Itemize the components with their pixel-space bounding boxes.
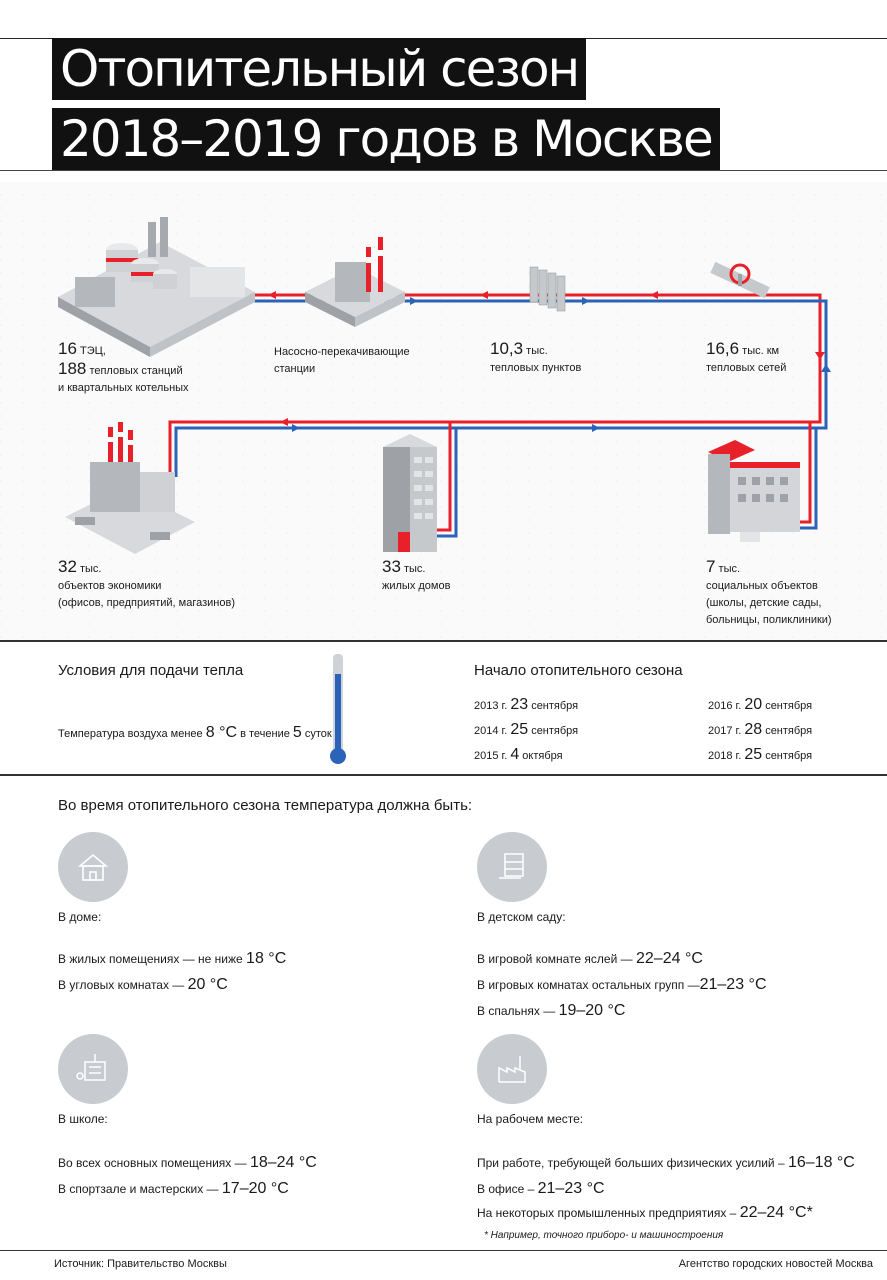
- season-row: 2015 г. 4 октября: [474, 746, 563, 763]
- pump-station-illustration: [305, 237, 405, 327]
- kindergarten-heading: В детском саду:: [477, 910, 566, 924]
- nets-label: 16,6 тыс. км тепловых сетей: [706, 339, 787, 374]
- source-text: Источник: Правительство Москвы: [54, 1258, 227, 1270]
- econ-label: 32 тыс. объектов экономики (офисов, пред…: [58, 557, 235, 609]
- work-row-1: При работе, требующей больших физических…: [477, 1154, 855, 1171]
- residential-tower-illustration: [383, 434, 437, 552]
- conditions-title: Условия для подачи тепла: [58, 662, 244, 679]
- thermometer-icon: [330, 654, 346, 764]
- cold-pipe-social: [795, 428, 818, 530]
- school-heading: В школе:: [58, 1112, 108, 1126]
- valve-illustration: [710, 261, 770, 299]
- temps-title: Во время отопительного сезона температур…: [58, 797, 473, 814]
- kindergarten-row-3: В спальнях — 19–20 °С: [477, 1002, 626, 1019]
- work-heading: На рабочем месте:: [477, 1112, 584, 1126]
- season-row: 2013 г. 23 сентября: [474, 696, 579, 713]
- points-label: 10,3 тыс. тепловых пунктов: [490, 339, 582, 374]
- season-title: Начало отопительного сезона: [474, 662, 683, 679]
- flow-arrows: [268, 291, 825, 426]
- radiator-illustration: [529, 266, 566, 312]
- house-icon: [58, 832, 128, 902]
- season-row: 2018 г. 25 сентября: [708, 746, 813, 763]
- kindergarten-row-2: В игровых комнатах остальных групп —21–2…: [477, 976, 767, 993]
- hot-pipe-homes: [435, 422, 452, 532]
- tec-label: 16 ТЭЦ, 188 тепловых станций и квартальн…: [58, 339, 189, 394]
- work-footnote: * Например, точного приборо- и машиностр…: [484, 1230, 724, 1241]
- conditions-text: Температура воздуха менее 8 °С в течение…: [58, 724, 332, 741]
- title-line-2: 2018–2019 годов в Москве: [52, 108, 720, 170]
- heat-pipes: [58, 217, 831, 554]
- season-row: 2014 г. 25 сентября: [474, 721, 579, 738]
- school-row-2: В спортзале и мастерских — 17–20 °С: [58, 1180, 289, 1197]
- kindergarten-icon: [477, 832, 547, 902]
- work-row-2: В офисе – 21–23 °С: [477, 1180, 605, 1197]
- work-row-3: На некоторых промышленных предприятиях –…: [477, 1204, 813, 1221]
- home-heading: В доме:: [58, 910, 102, 924]
- social-label: 7 тыс. социальных объектов (школы, детск…: [706, 557, 832, 626]
- home-row-1: В жилых помещениях — не ниже 18 °С: [58, 950, 287, 967]
- hot-pipe-top: [168, 293, 822, 477]
- title-line-1: Отопительный сезон: [52, 38, 587, 100]
- social-building-illustration: [708, 440, 800, 542]
- factory-icon: [477, 1034, 547, 1104]
- factory-illustration: [65, 422, 195, 554]
- divider-1: [0, 640, 887, 642]
- divider-3: [0, 1250, 887, 1251]
- divider-2: [0, 774, 887, 776]
- homes-label: 33 тыс. жилых домов: [382, 557, 451, 592]
- cold-pipe-top: [174, 299, 828, 477]
- home-row-2: В угловых комнатах — 20 °С: [58, 976, 228, 993]
- kindergarten-row-1: В игровой комнате яслей — 22–24 °С: [477, 950, 703, 967]
- school-row-1: Во всех основных помещениях — 18–24 °С: [58, 1154, 317, 1171]
- cold-pipe-homes: [435, 428, 458, 538]
- school-icon: [58, 1034, 128, 1104]
- season-row: 2016 г. 20 сентября: [708, 696, 813, 713]
- tec-plant-illustration: [58, 217, 255, 357]
- season-row: 2017 г. 28 сентября: [708, 721, 813, 738]
- agency-text: Агентство городских новостей Москва: [678, 1258, 873, 1270]
